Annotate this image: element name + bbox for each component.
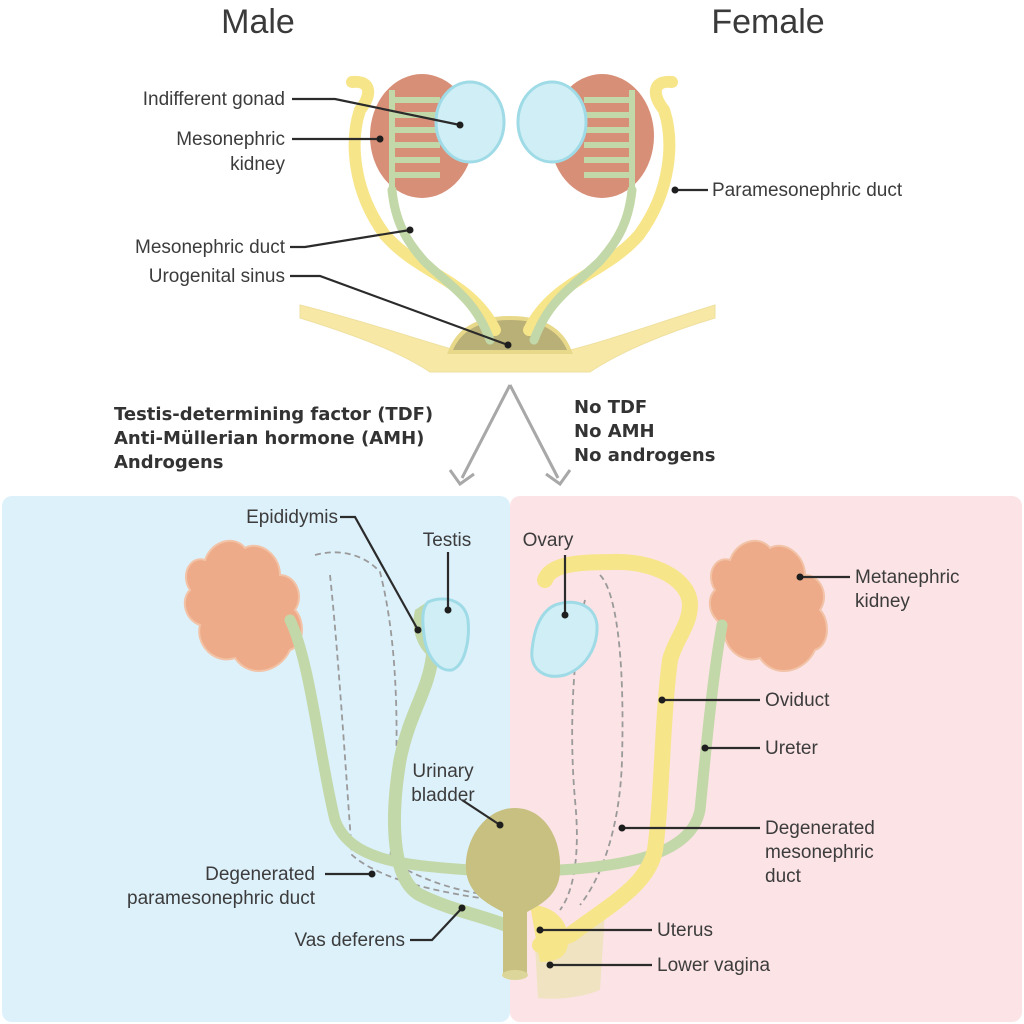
testis xyxy=(421,597,470,672)
label-mesonephric-kidney-1: Mesonephric xyxy=(176,129,285,150)
label-uterus: Uterus xyxy=(657,920,713,941)
female-header: Female xyxy=(711,3,824,41)
mesonephric-tubules-right xyxy=(584,90,635,190)
condition-male-3: Androgens xyxy=(114,452,224,473)
label-degenerated-mesonephric-duct-2: mesonephric xyxy=(765,842,874,863)
condition-female-3: No androgens xyxy=(574,445,715,466)
metanephric-kidney-left xyxy=(183,539,303,673)
label-urinary-bladder-2: bladder xyxy=(411,785,475,806)
label-degenerated-mesonephric-duct-3: duct xyxy=(765,866,802,887)
oviduct xyxy=(532,553,699,953)
label-urinary-bladder-1: Urinary xyxy=(412,761,474,782)
label-metanephric-kidney-2: kidney xyxy=(855,591,910,612)
indifferent-stage xyxy=(299,74,716,373)
label-oviduct: Oviduct xyxy=(765,690,830,711)
leader-mesonephric-duct xyxy=(290,228,411,249)
indifferent-gonad-right xyxy=(516,80,588,164)
label-mesonephric-duct: Mesonephric duct xyxy=(135,237,286,258)
mesonephric-duct-left xyxy=(387,185,495,345)
label-mesonephric-kidney-2: kidney xyxy=(230,154,285,175)
condition-male-1: Testis-determining factor (TDF) xyxy=(114,404,433,425)
urogenital-sinus-outline xyxy=(299,304,716,373)
label-lower-vagina: Lower vagina xyxy=(657,955,770,976)
male-header: Male xyxy=(221,3,295,41)
ureter-right xyxy=(554,619,728,876)
male-panel xyxy=(2,496,510,1022)
label-epididymis: Epididymis xyxy=(246,507,338,528)
condition-male-2: Anti-Müllerian hormone (AMH) xyxy=(114,428,424,449)
leader-urogenital-sinus xyxy=(290,274,509,347)
indifferent-gonad-left xyxy=(434,80,506,164)
label-indifferent-gonad: Indifferent gonad xyxy=(143,89,285,110)
ovary xyxy=(530,600,599,678)
label-ovary: Ovary xyxy=(523,530,574,551)
label-degenerated-paramesonephric-duct-1: Degenerated xyxy=(205,864,315,885)
metanephric-kidney-right xyxy=(708,539,828,673)
differentiated-stage xyxy=(183,539,828,999)
label-degenerated-mesonephric-duct-1: Degenerated xyxy=(765,818,875,839)
ureter-left xyxy=(284,614,476,876)
leader-indifferent-gonad xyxy=(292,97,461,127)
lower-vagina xyxy=(535,912,605,999)
label-metanephric-kidney-1: Metanephric xyxy=(855,567,960,588)
label-paramesonephric-duct: Paramesonephric duct xyxy=(712,180,903,201)
label-urogenital-sinus: Urogenital sinus xyxy=(149,266,285,287)
condition-female-1: No TDF xyxy=(574,397,647,418)
branch-arrows xyxy=(448,384,572,487)
label-ureter: Ureter xyxy=(765,738,818,759)
label-testis: Testis xyxy=(423,530,472,551)
urethra-end xyxy=(502,970,528,980)
label-vas-deferens: Vas deferens xyxy=(294,930,405,951)
condition-female-2: No AMH xyxy=(574,421,655,442)
label-degenerated-paramesonephric-duct-2: paramesonephric duct xyxy=(127,888,316,909)
urinary-bladder xyxy=(465,808,561,975)
leader-epididymis xyxy=(340,515,419,631)
leader-vas-deferens xyxy=(410,907,463,942)
degenerated-paramesonephric-duct xyxy=(314,551,491,899)
leader-urinary-bladder xyxy=(461,799,501,826)
uterus xyxy=(530,905,569,962)
mesonephric-duct-right xyxy=(529,185,637,345)
